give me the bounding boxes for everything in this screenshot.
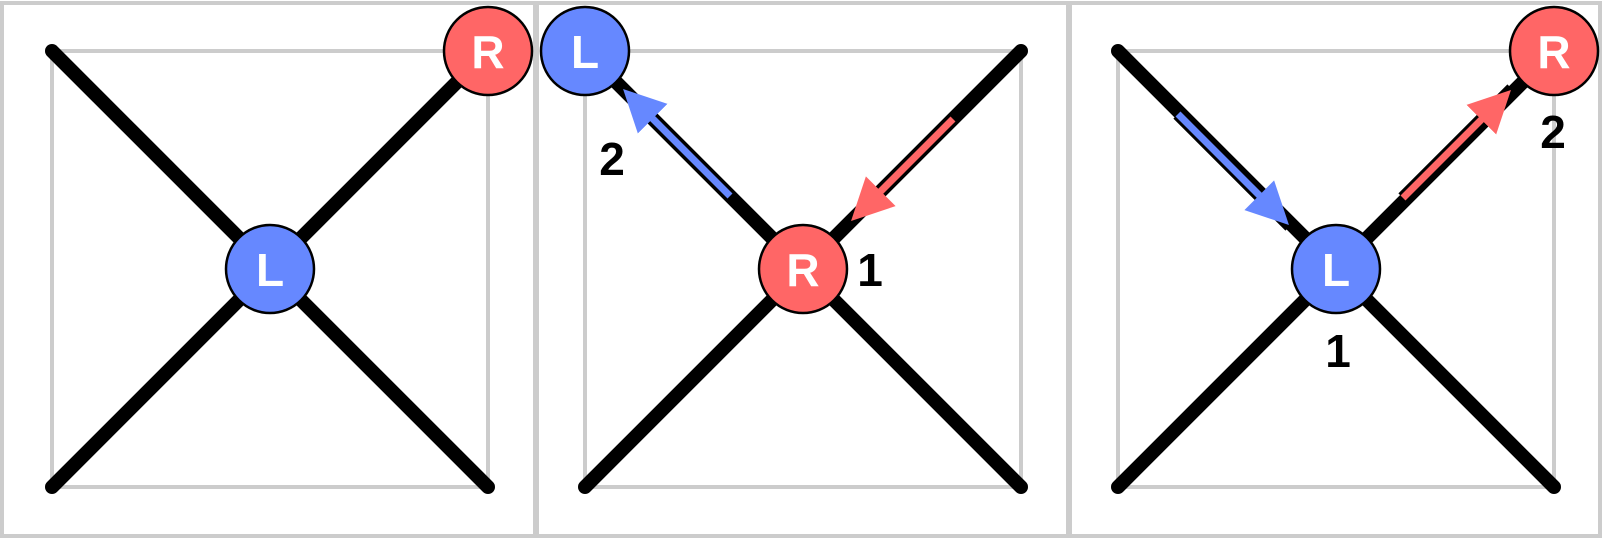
panel-3-left-marker-label: L — [1322, 244, 1350, 296]
panel-2-right-marker: R — [757, 223, 849, 315]
panel-3-right-move-arrow — [1400, 90, 1511, 201]
panel-2-left-move-arrow — [623, 89, 733, 199]
panel-3-left-move-arrow — [1175, 111, 1289, 225]
panel-1-right-marker-label: R — [471, 26, 504, 78]
panel-2-inner-frame — [583, 49, 1023, 489]
panel-3-right-marker-label: R — [1537, 26, 1570, 78]
panel-2-right-move-arrow — [851, 116, 956, 221]
panel-3-step-number-2: 2 — [1540, 106, 1566, 158]
panel-1-left-marker-label: L — [256, 244, 284, 296]
panel-2-left-marker-label: L — [571, 26, 599, 78]
panel-1-left-marker: L — [224, 223, 316, 315]
panel-2-step-number-2: 2 — [599, 133, 625, 185]
panel-2-left-marker: L — [539, 5, 631, 97]
panel-2: L R 1 2 — [535, 1, 1070, 538]
panel-3-step-number-1: 1 — [1325, 325, 1351, 377]
panel-1: L R — [0, 1, 537, 538]
panel-1-right-marker: R — [442, 5, 534, 97]
panel-3-outer-frame — [1068, 1, 1602, 538]
panel-2-step-number-1: 1 — [857, 244, 883, 296]
panel-3-left-marker: L — [1290, 223, 1382, 315]
panel-3-right-marker: R — [1508, 5, 1600, 97]
panel-1-inner-frame — [50, 49, 490, 489]
panel-3-inner-frame — [1116, 49, 1556, 489]
panel-2-right-marker-label: R — [786, 244, 819, 296]
panel-3: L R 1 2 — [1068, 1, 1602, 538]
